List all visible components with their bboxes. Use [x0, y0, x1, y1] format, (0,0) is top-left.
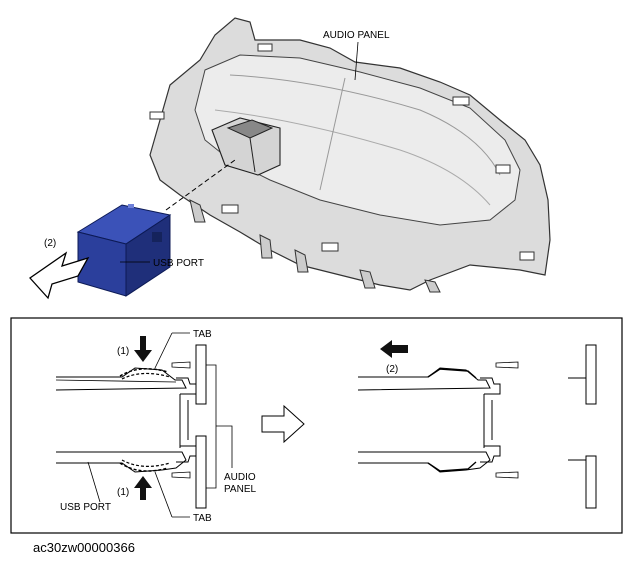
- panel-wall-lower: [585, 455, 597, 509]
- tab-top-leader: [154, 332, 173, 369]
- panel-claw-lower-moved: [480, 445, 501, 463]
- usb-socket-opening: [226, 119, 274, 139]
- panel-wall-upper: [195, 344, 207, 405]
- tab-bottom-leader: [154, 471, 173, 518]
- usb-install-path: [165, 159, 236, 211]
- panel-fin: [294, 249, 309, 273]
- step-2-detail-label: (2): [386, 364, 398, 375]
- panel-tab-shape: [495, 361, 519, 369]
- tab-lower: [119, 462, 169, 472]
- audio-panel-cover-ridge: [214, 109, 491, 206]
- detail-left-scene: [55, 336, 217, 509]
- usb-port-module: [76, 204, 172, 297]
- panel-fin: [424, 279, 441, 293]
- step-2-label: (2): [44, 238, 56, 249]
- step-1-bottom-label: (1): [117, 487, 129, 498]
- audio-panel-detail-label: PANEL: [224, 484, 256, 495]
- press-arrow-down-icon: [134, 336, 152, 362]
- usb-socket-edge: [249, 137, 256, 173]
- panel-wall-upper: [585, 344, 597, 405]
- panel-tab-shape: [495, 471, 519, 479]
- detail-frame: [10, 317, 623, 534]
- panel-fin: [189, 199, 206, 223]
- audio-panel-bracket: [206, 364, 217, 489]
- panel-mount-slot: [149, 111, 165, 120]
- panel-claw-upper: [176, 377, 197, 395]
- tab-upper-flexed: [427, 368, 477, 379]
- audio-panel-seam: [319, 77, 346, 191]
- tab-upper: [121, 372, 171, 380]
- usb-port-detail-label: USB PORT: [60, 502, 111, 513]
- panel-mount-slot: [257, 43, 273, 52]
- usb-port-label: USB PORT: [153, 258, 204, 269]
- audio-panel-cover-ridge: [229, 74, 501, 176]
- tab-top-label: TAB: [193, 329, 212, 340]
- transition-arrow-icon: [261, 404, 305, 444]
- usb-port-detail: [152, 232, 162, 242]
- panel-mount-slot: [452, 96, 470, 106]
- step-1-top-label: (1): [117, 346, 129, 357]
- panel-wall-lower: [195, 435, 207, 509]
- detail-right-scene: [357, 340, 597, 509]
- tab-bottom-label: TAB: [193, 513, 212, 524]
- figure-caption: ac30zw00000366: [33, 540, 135, 555]
- usb-port-wall-upper-inner: [55, 379, 177, 383]
- panel-claw-upper-moved: [480, 377, 501, 395]
- audio-panel-detail-label: AUDIO: [224, 472, 256, 483]
- panel-fin: [359, 269, 376, 289]
- press-arrow-up-icon: [134, 476, 152, 500]
- panel-mount-slot: [519, 251, 535, 261]
- panel-mount-slot: [221, 204, 239, 214]
- audio-panel-detail-leader: [216, 425, 233, 468]
- panel-mount-slot: [321, 242, 339, 252]
- pull-arrow-icon: [380, 340, 408, 358]
- usb-port-detail: [128, 204, 134, 208]
- usb-port-wall-upper: [55, 367, 187, 391]
- usb-port-detail-leader: [87, 461, 101, 503]
- audio-panel-leader: [354, 41, 359, 81]
- audio-panel-illustration: [149, 17, 551, 293]
- panel-fin: [259, 234, 273, 259]
- panel-claw-lower: [176, 445, 197, 463]
- panel-mount-slot: [495, 164, 511, 174]
- panel-tab-shape: [171, 361, 191, 369]
- removal-arrow-icon: [29, 251, 90, 300]
- audio-panel-label: AUDIO PANEL: [323, 30, 390, 41]
- panel-tab-shape: [171, 471, 191, 479]
- tab-lower-flexed: [427, 461, 477, 472]
